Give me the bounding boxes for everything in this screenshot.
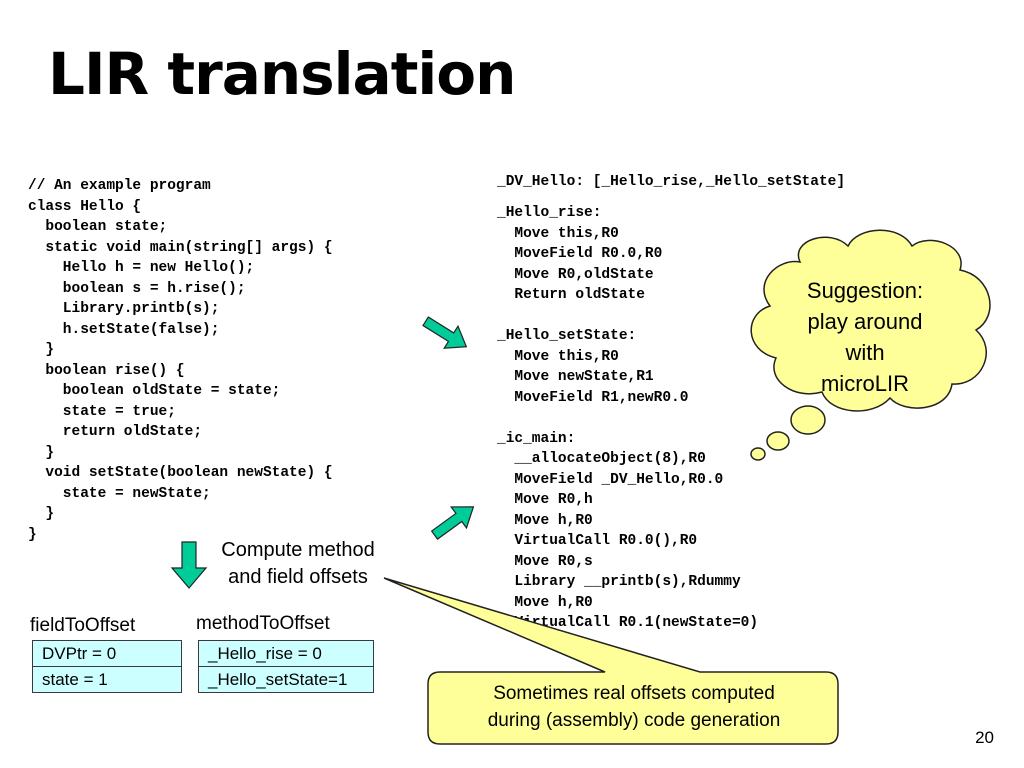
suggestion-line: Suggestion: [806, 278, 924, 303]
method-table-label: methodToOffset [196, 613, 330, 634]
suggestion-line: with [845, 340, 885, 365]
suggestion-cloud-text: Suggestion: play around with microLIR [790, 275, 940, 399]
table-row: _Hello_setState=1 [198, 666, 374, 693]
arrow-up-right-icon [430, 506, 475, 540]
method-offset-table: _Hello_rise = 0 _Hello_setState=1 [198, 640, 374, 693]
table-row: DVPtr = 0 [32, 640, 182, 667]
compute-label-line-2: and field offsets [228, 566, 368, 588]
lir-code-block: _Hello_rise: Move this,R0 MoveField R0.0… [497, 205, 759, 631]
callout-balloon-shape [383, 577, 839, 745]
callout-line: during (assembly) code generation [487, 710, 781, 731]
table-row: state = 1 [32, 666, 182, 693]
table-cell: DVPtr = 0 [32, 640, 182, 667]
callout-text: Sometimes real offsets computed during (… [430, 680, 838, 734]
compute-offsets-label: Compute method and field offsets [208, 537, 388, 591]
page-number: 20 [975, 728, 994, 747]
arrow-down-icon [170, 541, 208, 589]
table-cell: _Hello_setState=1 [198, 666, 374, 693]
suggestion-line: microLIR [820, 371, 909, 396]
suggestion-line: play around [807, 309, 923, 334]
source-code-block: // An example program class Hello { bool… [28, 178, 333, 543]
dispatch-vector-line: _DV_Hello: [_Hello_rise,_Hello_setState] [497, 174, 846, 190]
arrow-right-upper-icon [422, 316, 468, 349]
field-table-label: fieldToOffset [30, 615, 136, 636]
table-cell: state = 1 [32, 666, 182, 693]
callout-line: Sometimes real offsets computed [493, 683, 775, 704]
table-cell: _Hello_rise = 0 [198, 640, 374, 667]
table-row: _Hello_rise = 0 [198, 640, 374, 667]
thought-cloud-shape [750, 229, 991, 461]
field-offset-table: DVPtr = 0 state = 1 [32, 640, 182, 693]
compute-label-line-1: Compute method [221, 539, 375, 561]
slide-title: LIR translation [48, 40, 516, 108]
